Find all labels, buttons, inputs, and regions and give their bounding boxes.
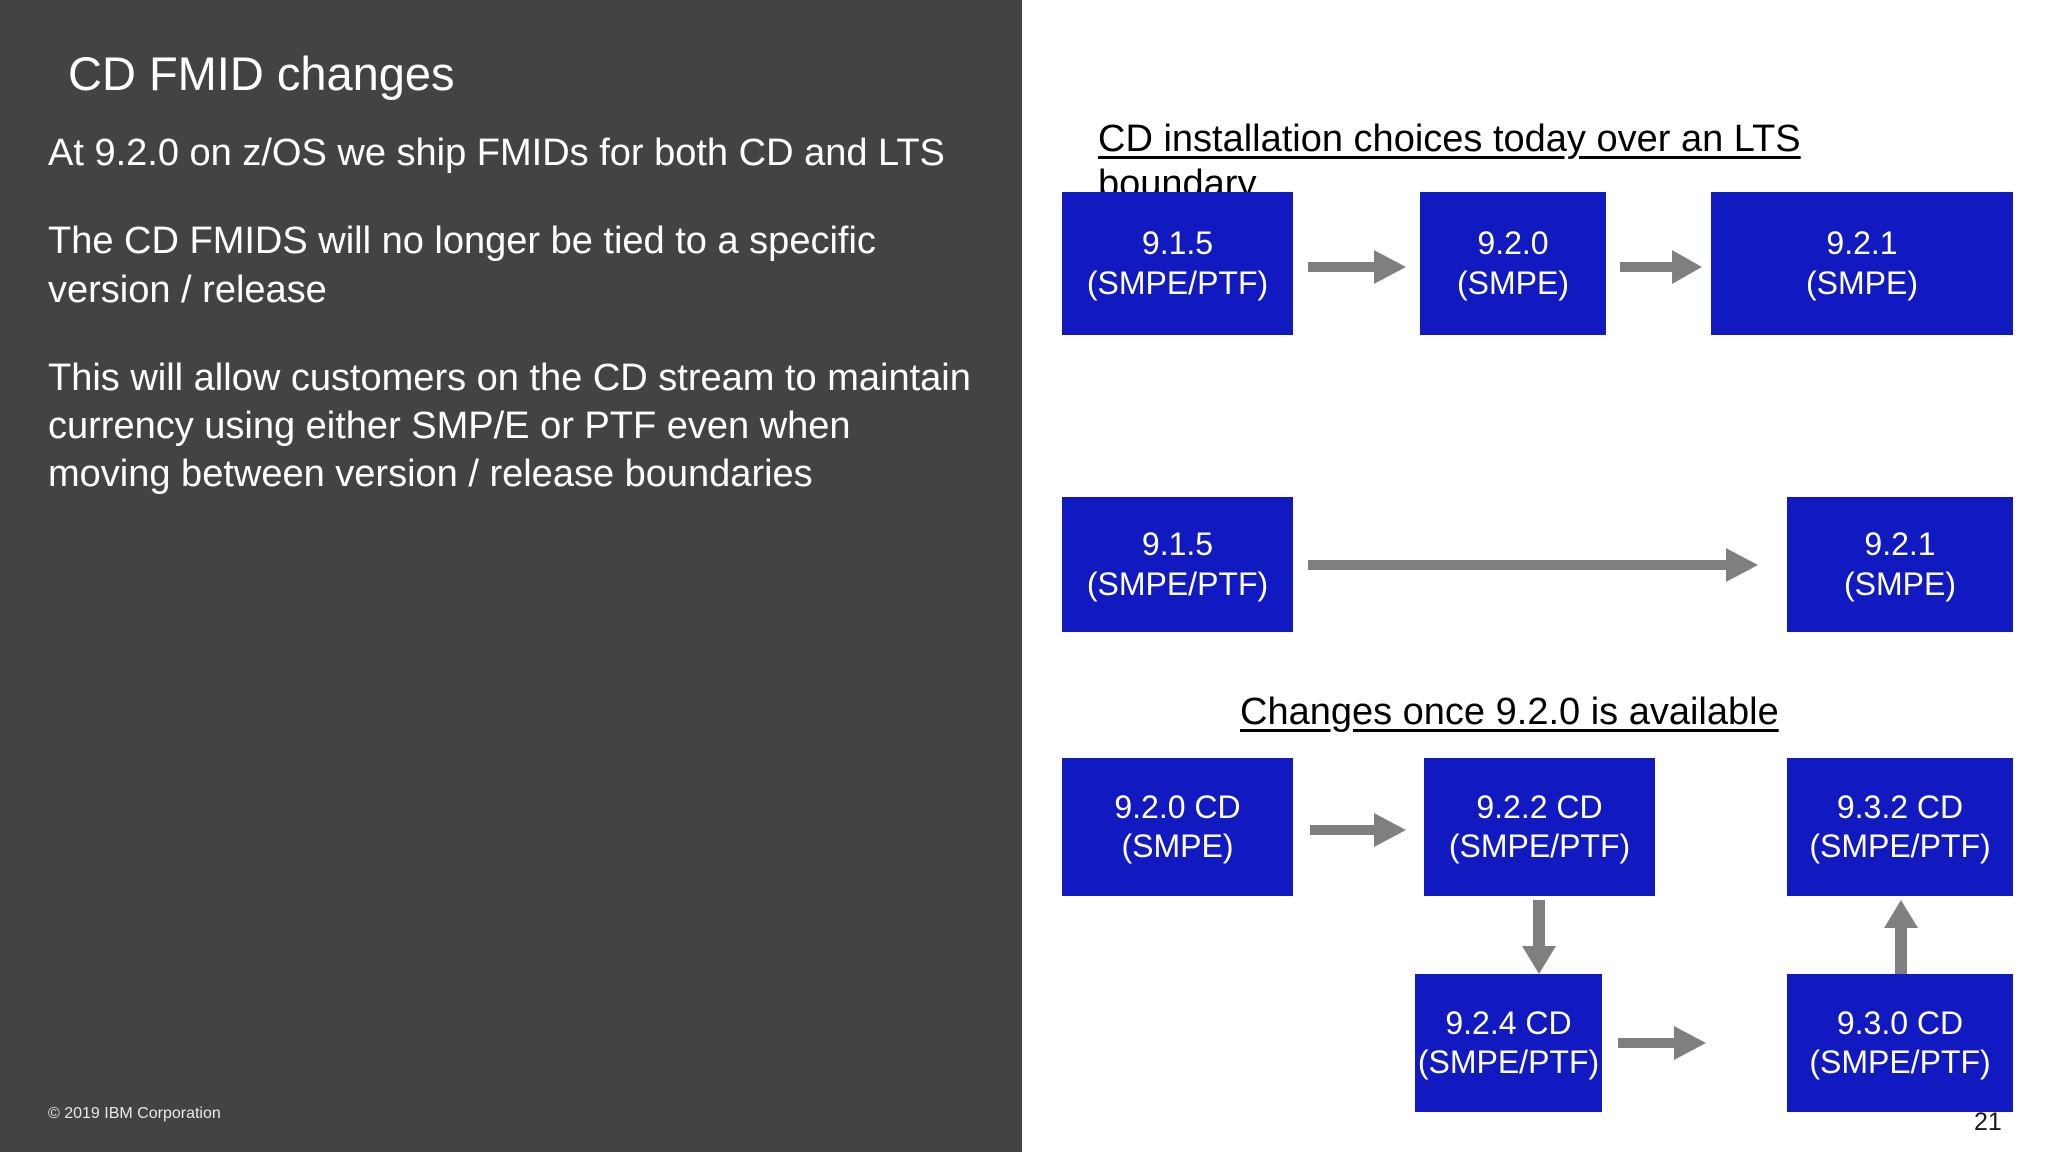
node-line-2: (SMPE) — [1844, 565, 1956, 602]
node-box: 9.2.4 CD (SMPE/PTF) — [1415, 974, 1602, 1112]
node-line-1: 9.2.0 CD — [1114, 788, 1241, 825]
left-content-panel: CD FMID changes At 9.2.0 on z/OS we ship… — [0, 0, 1022, 1152]
diagram-heading-today: CD installation choices today over an LT… — [1098, 118, 1801, 205]
node-line-2: (SMPE/PTF) — [1086, 565, 1269, 602]
arrow-right-icon — [1310, 813, 1406, 847]
node-line-2: (SMPE/PTF) — [1809, 1044, 1991, 1080]
arrow-right-icon — [1308, 548, 1758, 582]
node-box: 9.1.5 (SMPE/PTF) — [1062, 497, 1293, 632]
page-number: 21 — [1974, 1108, 2002, 1136]
node-line-2: (SMPE) — [1457, 264, 1569, 301]
arrow-right-icon — [1620, 250, 1702, 284]
copyright-notice: © 2019 IBM Corporation — [48, 1105, 221, 1122]
body-paragraph-2: The CD FMIDS will no longer be tied to a… — [48, 220, 876, 311]
node-line-1: 9.2.1 — [1864, 526, 1936, 563]
node-box: 9.2.0 (SMPE) — [1420, 192, 1606, 335]
body-text-block: At 9.2.0 on z/OS we ship FMIDs for both … — [48, 129, 978, 499]
node-line-1: 9.2.2 CD — [1476, 788, 1603, 825]
node-line-2: (SMPE) — [1806, 264, 1918, 301]
node-line-2: (SMPE/PTF) — [1417, 1044, 1600, 1080]
node-box: 9.3.0 CD (SMPE/PTF) — [1787, 974, 2013, 1112]
node-line-2: (SMPE/PTF) — [1448, 828, 1631, 864]
node-line-2: (SMPE) — [1121, 828, 1234, 864]
arrow-up-icon — [1884, 900, 1918, 974]
node-line-1: 9.1.5 — [1141, 225, 1214, 262]
node-line-2: (SMPE/PTF) — [1086, 264, 1269, 301]
body-paragraph-1: At 9.2.0 on z/OS we ship FMIDs for both … — [48, 132, 945, 174]
arrow-down-icon — [1522, 900, 1556, 974]
node-line-1: 9.2.1 — [1826, 225, 1898, 262]
node-box: 9.2.1 (SMPE) — [1787, 497, 2013, 632]
node-box: 9.3.2 CD (SMPE/PTF) — [1787, 758, 2013, 896]
arrow-right-icon — [1618, 1026, 1706, 1060]
node-line-1: 9.3.2 CD — [1836, 788, 1964, 825]
node-line-1: 9.2.0 — [1477, 225, 1549, 262]
node-box: 9.1.5 (SMPE/PTF) — [1062, 192, 1293, 335]
page-title: CD FMID changes — [68, 47, 455, 100]
body-paragraph-3: This will allow customers on the CD stre… — [48, 356, 971, 496]
diagram-heading-future: Changes once 9.2.0 is available — [1240, 691, 1779, 733]
node-box: 9.2.1 (SMPE) — [1711, 192, 2013, 335]
node-line-1: 9.2.4 CD — [1445, 1004, 1572, 1041]
node-line-2: (SMPE/PTF) — [1809, 828, 1991, 864]
node-line-1: 9.1.5 — [1141, 526, 1214, 563]
node-box: 9.2.0 CD (SMPE) — [1062, 758, 1293, 896]
arrow-right-icon — [1308, 250, 1406, 284]
node-box: 9.2.2 CD (SMPE/PTF) — [1424, 758, 1655, 896]
node-line-1: 9.3.0 CD — [1836, 1004, 1964, 1041]
